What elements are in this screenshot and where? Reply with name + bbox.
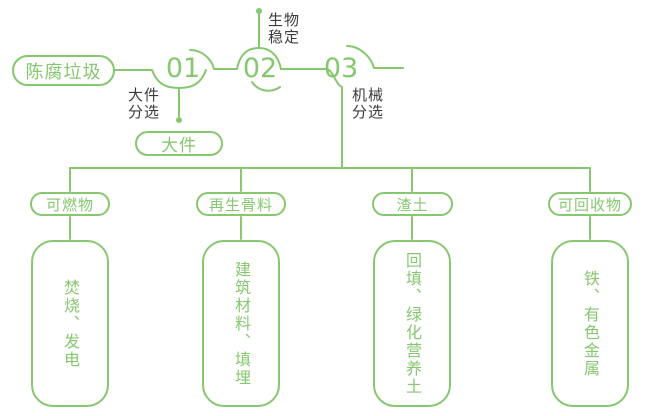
arc-over-step1-and-hump-step2	[189, 47, 282, 70]
pill-to-column-stubs	[69, 216, 591, 240]
result-box-recycled-aggregate: 建筑材料、填埋	[202, 240, 280, 407]
dot-step1-branch	[176, 117, 182, 123]
step1-label-bulky-sorting: 大件 分选	[128, 86, 161, 121]
result-text-recycled-aggregate: 建筑材料、填埋	[232, 260, 251, 387]
step3-label-mechanical-sorting: 机械 分选	[352, 86, 385, 121]
result-text-recyclables: 铁、有色金属	[581, 269, 600, 378]
result-box-combustibles: 焚烧、发电	[31, 240, 109, 407]
dot-step2-branch	[256, 8, 262, 14]
category-node-slag: 渣土	[372, 192, 453, 216]
tree-drop-lines	[69, 167, 591, 192]
category-node-recyclables: 可回收物	[548, 192, 632, 216]
bulky-item-node: 大件	[135, 131, 223, 156]
arc-over-step3-and-tail	[346, 45, 404, 69]
result-box-slag: 回填、绿化营养土	[373, 240, 451, 407]
step2-label-bio-stabilization: 生物 稳定	[268, 11, 301, 46]
step-number-3: 03	[323, 53, 359, 84]
result-text-combustibles: 焚烧、发电	[61, 278, 80, 369]
source-node: 陈腐垃圾	[12, 55, 115, 86]
step-number-1: 01	[165, 53, 201, 84]
under-swoosh-step2	[251, 81, 281, 92]
line-step2-to-step3-and-branch-down	[280, 68, 343, 169]
category-node-recycled-aggregate: 再生骨料	[196, 192, 286, 216]
result-box-recyclables: 铁、有色金属	[551, 240, 629, 407]
step-number-2: 02	[242, 53, 278, 84]
category-node-combustibles: 可燃物	[30, 192, 110, 216]
result-text-slag: 回填、绿化营养土	[403, 251, 422, 396]
